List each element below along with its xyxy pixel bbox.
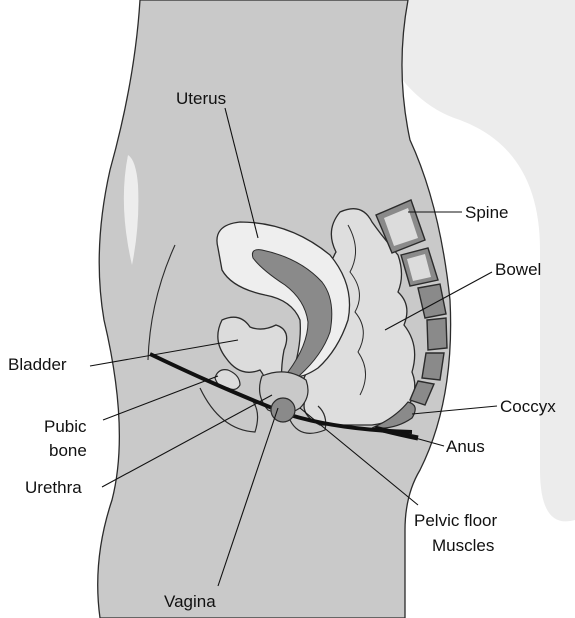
label-urethra: Urethra — [25, 478, 82, 497]
vertebra-5 — [422, 353, 444, 380]
label-pubic-bone-line1: Pubic — [44, 417, 87, 436]
label-bladder: Bladder — [8, 355, 67, 374]
label-pelvic-floor-line2: Muscles — [432, 536, 494, 555]
label-coccyx: Coccyx — [500, 397, 556, 416]
label-uterus: Uterus — [176, 89, 226, 108]
label-pubic-bone-line2: bone — [49, 441, 87, 460]
label-pelvic-floor-line1: Pelvic floor — [414, 511, 497, 530]
label-bowel: Bowel — [495, 260, 541, 279]
vertebra-4 — [427, 318, 447, 350]
label-spine: Spine — [465, 203, 508, 222]
label-anus: Anus — [446, 437, 485, 456]
label-vagina: Vagina — [164, 592, 216, 611]
